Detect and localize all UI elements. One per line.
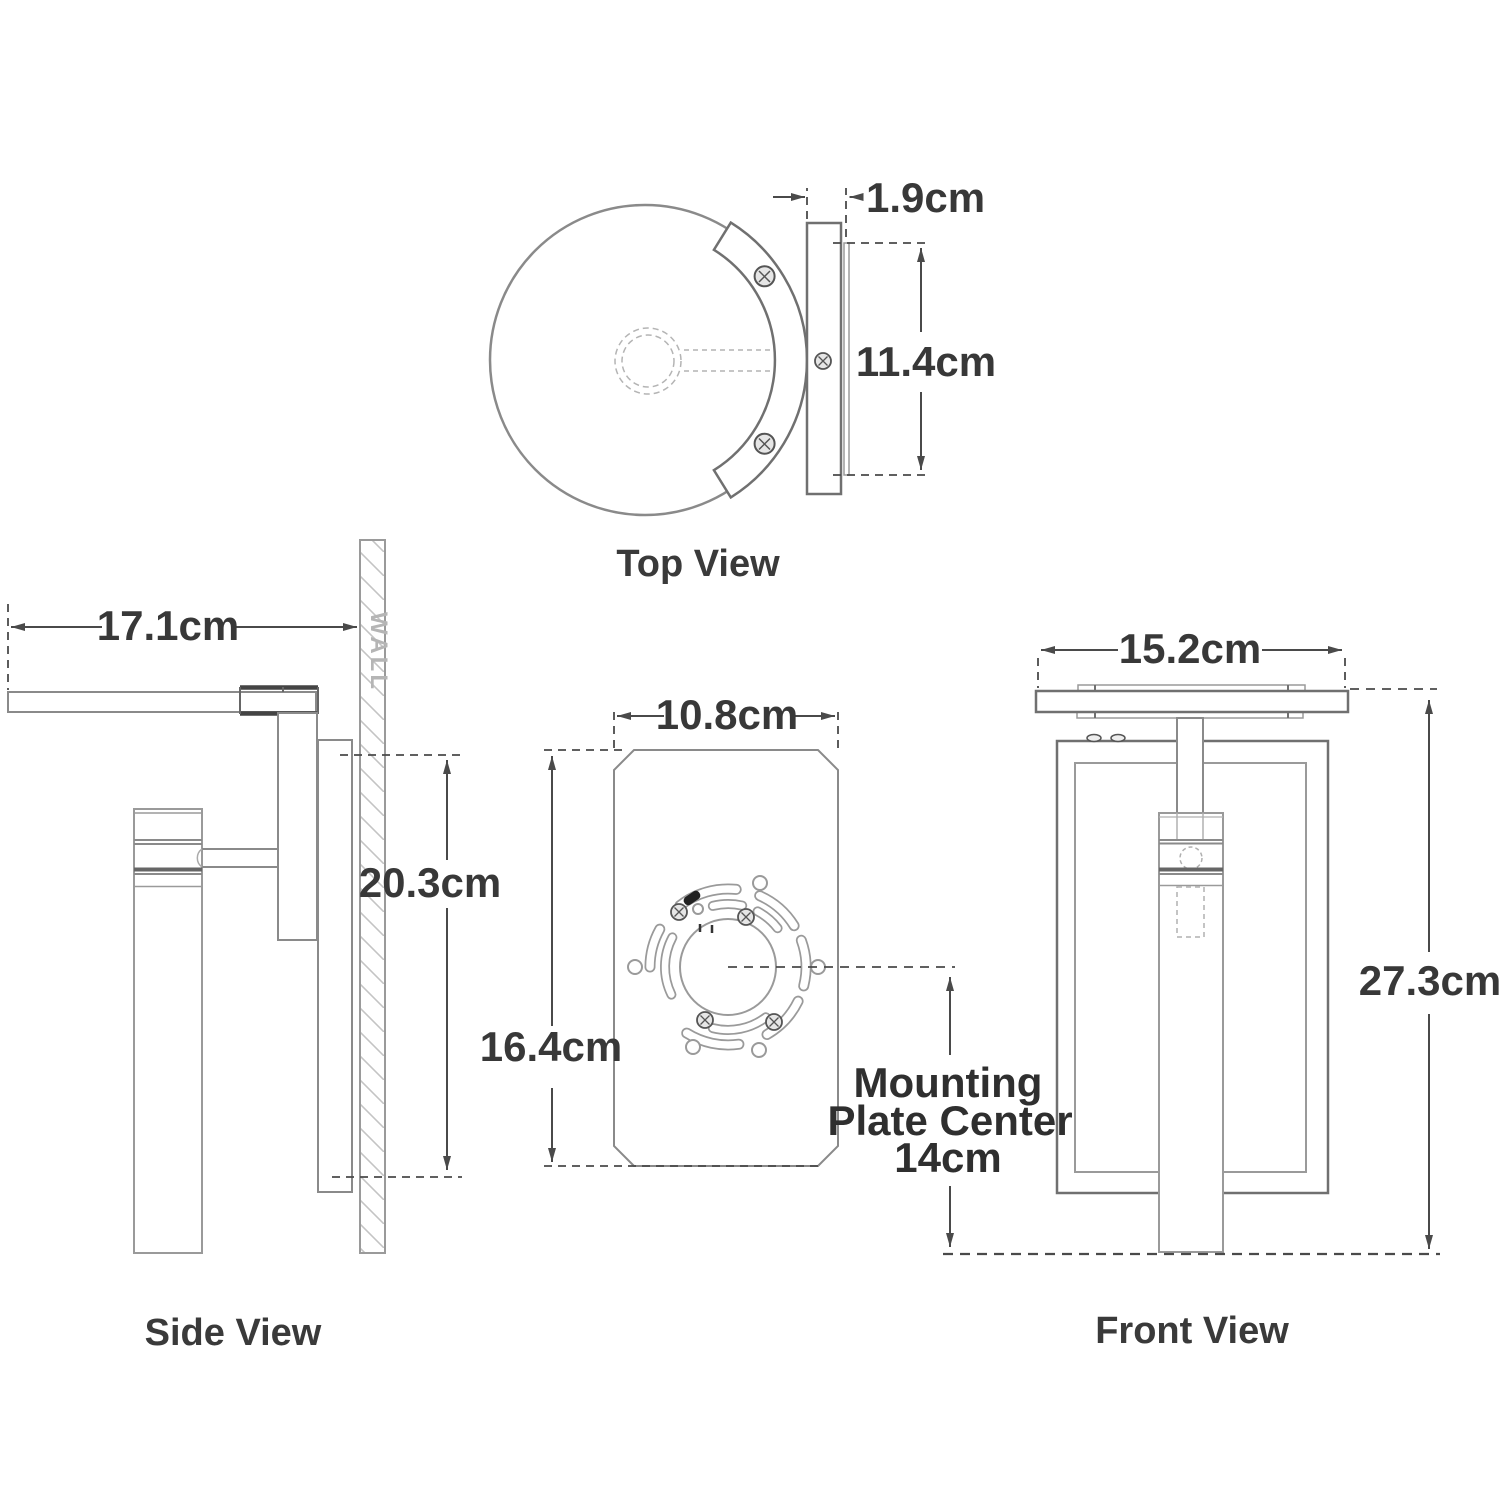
dim-plate-width: 10.8cm bbox=[613, 691, 839, 748]
dim-side-height: 20.3cm bbox=[332, 754, 501, 1178]
socket-circle-outer bbox=[614, 327, 682, 395]
dim-label-17-1cm: 17.1cm bbox=[97, 602, 239, 649]
dim-label-27-3cm: 27.3cm bbox=[1359, 957, 1500, 1004]
dim-label-11-4cm: 11.4cm bbox=[856, 338, 996, 385]
dim-top-depth: 1.9cm bbox=[773, 174, 985, 237]
lamp-cylinder-front bbox=[1158, 812, 1224, 1253]
bracket-screw-top bbox=[753, 265, 776, 288]
note-line-2: Plate Center bbox=[827, 1097, 1072, 1144]
plate-slots-inner bbox=[660, 899, 783, 1035]
bracket-band bbox=[712, 220, 809, 500]
rod-side bbox=[202, 848, 278, 868]
stem-front bbox=[1176, 717, 1204, 814]
plate-screws bbox=[670, 903, 783, 1031]
top-view: 1.9cm 11.4cm Top View bbox=[488, 174, 996, 585]
socket-hidden-rect bbox=[1176, 886, 1205, 938]
plate-keyhole bbox=[683, 890, 701, 906]
front-view: 15.2cm 27.3cm Front View bbox=[943, 625, 1500, 1352]
dim-label-10-8cm: 10.8cm bbox=[656, 691, 798, 738]
side-view-title: Side View bbox=[145, 1312, 322, 1354]
note-line-1: Mounting bbox=[854, 1059, 1043, 1106]
wall-label: WALL bbox=[365, 612, 392, 692]
disc-front bbox=[1034, 689, 1350, 714]
dim-side-extension: 17.1cm bbox=[7, 602, 357, 690]
dim-plate-height: 16.4cm bbox=[480, 749, 818, 1167]
dim-label-16-4cm: 16.4cm bbox=[480, 1023, 622, 1070]
mounting-plate-detail: 10.8cm 16.4cm Mounting Plate Center 14cm bbox=[480, 691, 1073, 1247]
dim-front-width: 15.2cm bbox=[1037, 625, 1346, 688]
lip-ticks bbox=[1094, 685, 1289, 718]
plate-tick-marks bbox=[698, 924, 714, 933]
bracket-column-side bbox=[277, 712, 318, 941]
socket-circle-inner bbox=[621, 334, 675, 388]
plate-center-screw bbox=[814, 352, 832, 370]
front-view-title: Front View bbox=[1095, 1310, 1289, 1352]
frame-screws bbox=[1086, 733, 1126, 743]
dim-label-20-3cm: 20.3cm bbox=[359, 859, 501, 906]
bracket-screw-bottom bbox=[753, 432, 776, 455]
side-view: WALL 17.1cm bbox=[7, 539, 501, 1354]
dim-front-height: 27.3cm bbox=[1359, 700, 1500, 1249]
wall-strip-edge bbox=[843, 242, 850, 476]
dim-mounting-plate-center: Mounting Plate Center 14cm bbox=[827, 977, 1073, 1247]
top-view-title: Top View bbox=[616, 543, 780, 585]
dim-top-height: 11.4cm bbox=[833, 242, 996, 476]
wall-section bbox=[359, 539, 386, 1254]
arm-side bbox=[7, 691, 317, 713]
backplate-side bbox=[317, 739, 353, 1193]
dim-label-15-2cm: 15.2cm bbox=[1119, 625, 1261, 672]
note-line-3: 14cm bbox=[894, 1134, 1001, 1181]
lamp-cylinder-side bbox=[133, 808, 203, 1254]
dim-label-1-9cm: 1.9cm bbox=[866, 174, 985, 221]
